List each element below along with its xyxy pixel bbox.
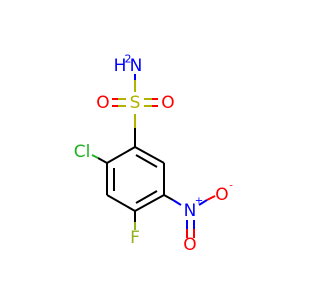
bond-c3-c4	[106, 194, 136, 212]
bond-c4-c5	[134, 194, 165, 212]
bond-c6-c1	[134, 146, 165, 164]
sulfur-label: S	[130, 93, 141, 113]
chlorine-label: Cl	[74, 142, 91, 162]
fluorine-label: F	[130, 228, 140, 248]
sulfonyl-oxygen-left-label: O	[96, 93, 109, 113]
amine-group-label: H 2 N	[114, 53, 143, 77]
bond-c2-cl	[97, 157, 108, 164]
bond-c2-cl-green	[91, 154, 99, 159]
amine-h-subscript: 2	[125, 53, 132, 66]
bond-c4-c5-inner	[135, 190, 158, 204]
nitro-nitrogen-label: N	[184, 201, 197, 221]
nitro-oxygen-down-label: O	[183, 235, 196, 255]
structure-diagram: H 2 N S O O Cl F N + O - O	[74, 53, 233, 256]
bond-n-o-right	[198, 199, 208, 206]
bond-c1-c2	[106, 146, 136, 164]
sulfonyl-oxygen-right-label: O	[161, 93, 174, 113]
bond-c6-c1-inner	[135, 154, 158, 168]
molecule-canvas: H 2 N S O O Cl F N + O - O	[74, 53, 233, 256]
benzene-ring	[106, 146, 165, 212]
bond-c5-n	[163, 194, 174, 201]
nitro-oxygen-right-label: O	[215, 185, 228, 205]
amine-h-label: H	[114, 56, 127, 76]
nitro-nitrogen-charge: +	[195, 196, 203, 207]
bond-c5-n-blue	[172, 199, 182, 206]
amine-n-label: N	[130, 56, 143, 76]
bond-n-o-right-red	[206, 195, 216, 201]
nitro-oxygen-right-charge: -	[229, 181, 233, 192]
